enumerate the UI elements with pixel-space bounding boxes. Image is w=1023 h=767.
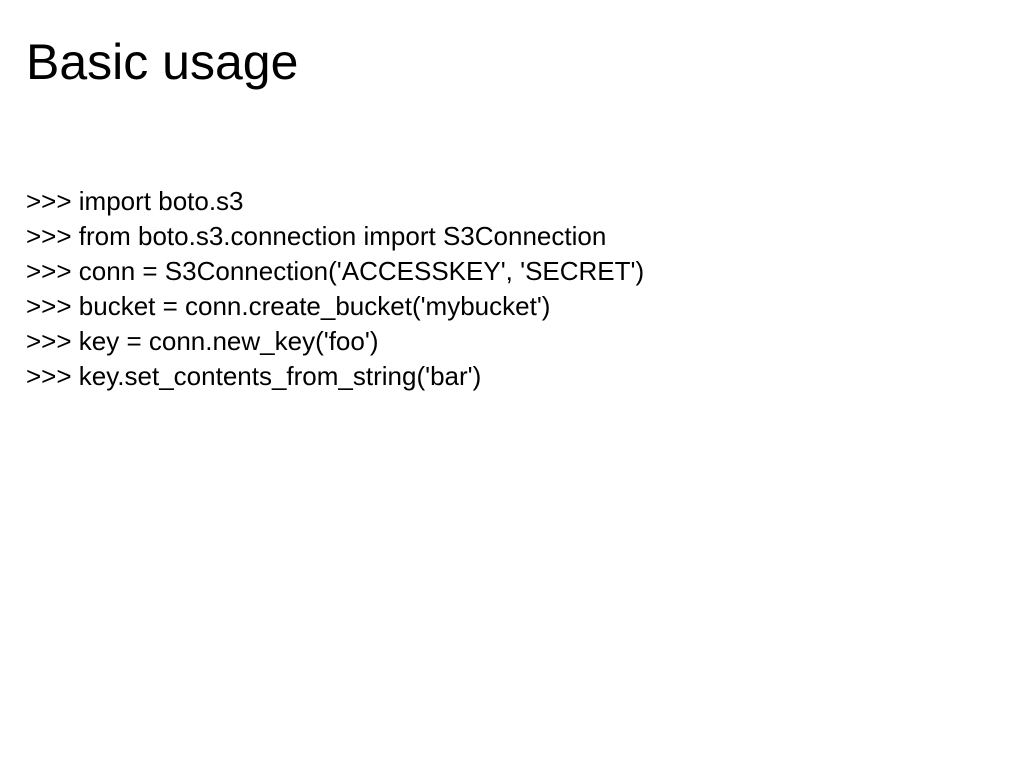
code-line: >>> from boto.s3.connection import S3Con… [26,221,607,251]
code-line: >>> conn = S3Connection('ACCESSKEY', 'SE… [26,256,645,286]
slide-title: Basic usage [26,34,299,90]
code-example: >>> import boto.s3 >>> from boto.s3.conn… [26,184,644,394]
code-line: >>> key.set_contents_from_string('bar') [26,361,482,391]
code-line: >>> key = conn.new_key('foo') [26,326,379,356]
code-line: >>> import boto.s3 [26,186,244,216]
code-line: >>> bucket = conn.create_bucket('mybucke… [26,291,551,321]
